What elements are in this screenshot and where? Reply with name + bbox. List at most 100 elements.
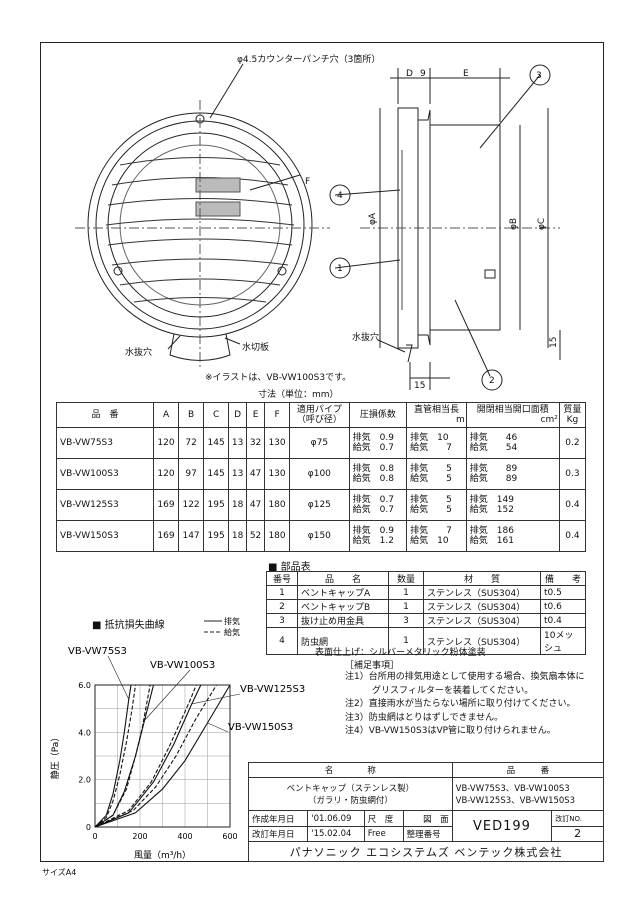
parts-cell: 1 xyxy=(388,599,424,614)
tb-drawing-no: VED199 xyxy=(451,810,553,843)
spec-pipe: φ100 xyxy=(289,458,350,490)
spec-dim-D: 18 xyxy=(228,520,248,552)
dim-15-horizontal: 15 xyxy=(414,381,425,391)
spec-dim-D: 18 xyxy=(228,489,248,521)
spec-model: VB-VW150S3 xyxy=(56,520,154,552)
spec-model: VB-VW100S3 xyxy=(56,458,154,490)
parts-header: 番号 品 名 数量 材 質 備 考 xyxy=(266,571,586,586)
surface-finish-note: 表面仕上げ：シルバーメタリック粉体塗装 xyxy=(315,648,486,658)
parts-col-material: 材 質 xyxy=(423,571,541,586)
spec-dim-E: 47 xyxy=(246,458,266,490)
dim-9-label: 9 xyxy=(420,69,426,79)
parts-cell: t0.5 xyxy=(540,585,586,600)
spec-dim-F: 180 xyxy=(264,520,291,552)
callout-1-circle xyxy=(329,257,351,279)
parts-cell: 1 xyxy=(388,627,424,655)
parts-cell: 防虫網 xyxy=(297,627,389,655)
parts-col-qty: 数量 xyxy=(388,571,424,586)
col-pipe: 適用パイプ（呼び径） xyxy=(289,402,350,428)
note-line: 注2）直接雨水が当たらない場所に取り付けてください。 xyxy=(345,699,576,709)
dim-E-label: E xyxy=(463,69,469,79)
spec-dim-A: 120 xyxy=(152,458,180,490)
units-note: 寸法（単位：mm） xyxy=(258,388,339,400)
tb-name-label: 名 称 xyxy=(248,761,453,779)
series-exhaust-line xyxy=(94,684,231,828)
spec-dim-C: 195 xyxy=(203,520,230,552)
parts-cell: ステンレス（SUS304） xyxy=(423,613,541,628)
spec-pipe: φ75 xyxy=(289,427,350,459)
spec-dim-E: 32 xyxy=(246,427,266,459)
parts-cell: 1 xyxy=(266,585,298,600)
series-supply-line xyxy=(94,684,151,828)
paper-size: サイズA4 xyxy=(42,868,77,877)
series-leader xyxy=(107,655,130,700)
spec-dim-A: 169 xyxy=(152,489,180,521)
spec-model: VB-VW125S3 xyxy=(56,489,154,521)
parts-cell: 10メッシュ xyxy=(540,627,586,655)
side-view-clip xyxy=(484,269,496,279)
col-pressure-loss: 圧損係数 xyxy=(348,402,408,428)
mesh-window-lower xyxy=(195,201,241,217)
tb-revision-label: 改訂NO. xyxy=(551,810,604,827)
callout-2: 2 xyxy=(489,376,495,386)
series-name-label: VB-VW100S3 xyxy=(150,660,215,671)
callout-3: 3 xyxy=(536,71,542,81)
parts-cell: t0.6 xyxy=(540,599,586,614)
tb-scale: Free xyxy=(363,825,404,843)
series-exhaust-line xyxy=(94,684,132,828)
spec-mass: 0.4 xyxy=(558,520,587,552)
x-tick-label: 600 xyxy=(222,832,237,841)
tb-mgmt-label: 整理番号 xyxy=(402,825,453,843)
callout-1: 1 xyxy=(337,264,343,274)
spec-dim-F: 130 xyxy=(264,458,291,490)
tb-company: パナソニック エコシステムズ ベンテック株式会社 xyxy=(248,841,604,862)
tb-model-label: 品 番 xyxy=(451,761,605,779)
x-tick-label: 200 xyxy=(132,832,147,841)
callout-2-circle xyxy=(481,369,503,391)
note-line: グリスフィルターを装着してください。 xyxy=(345,685,534,696)
col-F: F xyxy=(264,402,291,428)
series-leader xyxy=(144,669,191,721)
punch-hole-right xyxy=(277,266,287,276)
series-leader xyxy=(207,722,229,733)
parts-cell: t0.4 xyxy=(540,613,586,628)
spec-dim-B: 147 xyxy=(178,520,205,552)
col-model: 品 番 xyxy=(56,402,154,428)
note-line: 注4）VB-VW150S3はVP管に取り付けられません。 xyxy=(345,726,556,736)
spec-dim-E: 47 xyxy=(246,489,266,521)
spec-pipe: φ150 xyxy=(289,520,350,552)
col-B: B xyxy=(178,402,205,428)
callout-4-circle xyxy=(329,184,351,206)
callout-3-circle xyxy=(529,64,551,86)
x-tick-label: 0 xyxy=(92,832,97,841)
y-axis-label: 静圧（Pa） xyxy=(49,733,61,780)
tb-drawing-label: 図 面 xyxy=(402,810,453,827)
spec-dim-E: 52 xyxy=(246,520,266,552)
punch-hole-left xyxy=(113,266,123,276)
dim-phiB-label: φB xyxy=(509,218,519,230)
parts-title: ■ 部品表 xyxy=(268,562,311,573)
series-name-label: VB-VW125S3 xyxy=(240,684,305,695)
spec-dim-A: 120 xyxy=(152,427,180,459)
parts-cell: 4 xyxy=(266,627,298,655)
dim-phiC-label: φC xyxy=(537,218,547,230)
y-tick-label: 0 xyxy=(86,823,91,832)
series-supply-line xyxy=(94,684,197,828)
series-supply-line xyxy=(94,684,137,828)
series-name-label: VB-VW75S3 xyxy=(68,646,127,657)
